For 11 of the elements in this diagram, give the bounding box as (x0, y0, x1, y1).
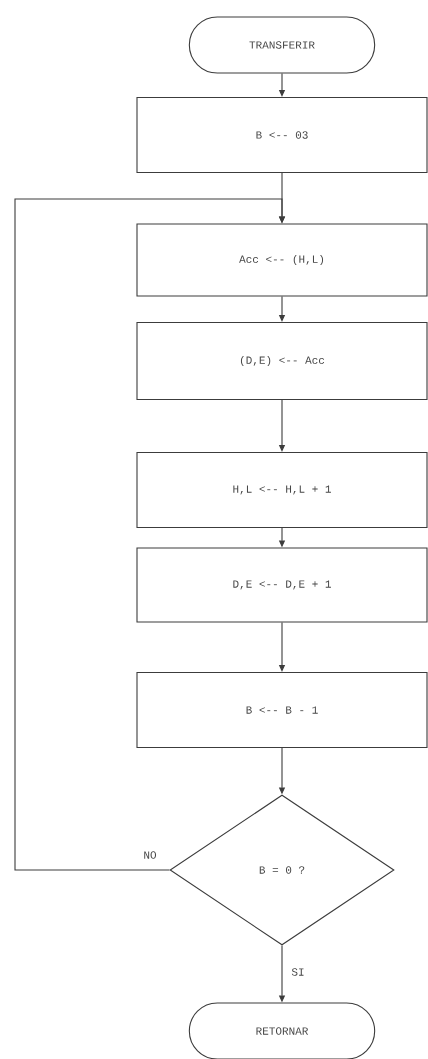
process-box: B <-- B - 1 (136, 671, 428, 749)
process-box: D,E <-- D,E + 1 (136, 547, 428, 623)
terminal-box: TRANSFERIR (188, 16, 376, 74)
process-box: (D,E) <-- Acc (136, 321, 428, 401)
arrow (14, 198, 286, 871)
edge-label: SI (290, 967, 306, 977)
edge-label: NO (142, 850, 158, 860)
process-box: B <-- 03 (136, 96, 428, 174)
terminal-box: RETORNAR (188, 1002, 376, 1059)
process-box: Acc <-- (H,L) (136, 223, 428, 297)
process-box: H,L <-- H,L + 1 (136, 451, 428, 529)
